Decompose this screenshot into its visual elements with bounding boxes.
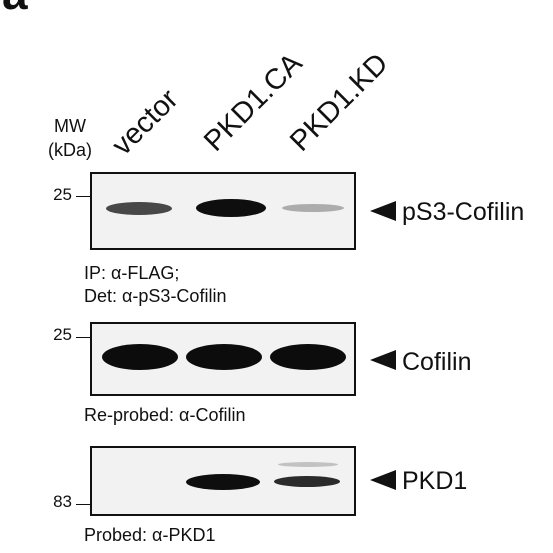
- blot1-marker: 25: [53, 185, 72, 204]
- blot2-caption: Re-probed: α-Cofilin: [84, 404, 245, 427]
- blot3-marker: 83: [53, 492, 72, 511]
- blot3-band-pkd1-kd-upper: [278, 462, 338, 467]
- blot2-arrow-icon: [370, 350, 396, 370]
- blot3-caption-line1: Probed: α-PKD1: [84, 525, 216, 545]
- blot1-caption-line1: IP: α-FLAG;: [84, 263, 180, 283]
- blot1-caption-line2: Det: α-pS3-Cofilin: [84, 286, 227, 306]
- blot1-caption: IP: α-FLAG; Det: α-pS3-Cofilin: [84, 262, 226, 308]
- blot1-arrow-icon: [370, 201, 396, 221]
- blot3-caption: Probed: α-PKD1: [84, 524, 215, 547]
- blot2-band-pkd1-kd: [270, 344, 346, 370]
- mw-label-line1: MW: [54, 116, 86, 136]
- blot1-band-pkd1-ca: [196, 199, 266, 217]
- blot3-marker-tick: [76, 504, 90, 505]
- blot1-band-vector: [106, 202, 172, 215]
- mw-label: MW (kDa): [40, 114, 100, 162]
- blot3-arrow-icon: [370, 470, 396, 490]
- blot1-image: [90, 172, 356, 250]
- blot3-image: [90, 446, 356, 516]
- blot1-marker-tick: [76, 196, 90, 197]
- blot2-marker: 25: [53, 325, 72, 344]
- mw-label-line2: (kDa): [48, 140, 92, 160]
- blot2-band-label: Cofilin: [402, 348, 472, 376]
- blot1-band-label: pS3-Cofilin: [402, 198, 525, 226]
- blot2-image: [90, 322, 356, 396]
- panel-letter: a: [2, 0, 28, 16]
- blot2-caption-line1: Re-probed: α-Cofilin: [84, 405, 246, 425]
- blot3-band-pkd1-ca: [186, 474, 260, 490]
- blot3-band-pkd1-kd: [274, 476, 340, 487]
- blot2-marker-tick: [76, 337, 90, 338]
- blot2-band-vector: [102, 344, 178, 370]
- blot1-band-pkd1-kd: [282, 204, 344, 212]
- blot2-band-pkd1-ca: [186, 344, 262, 370]
- blot3-band-label: PKD1: [402, 467, 468, 495]
- lane-label-vector: vector: [106, 83, 185, 162]
